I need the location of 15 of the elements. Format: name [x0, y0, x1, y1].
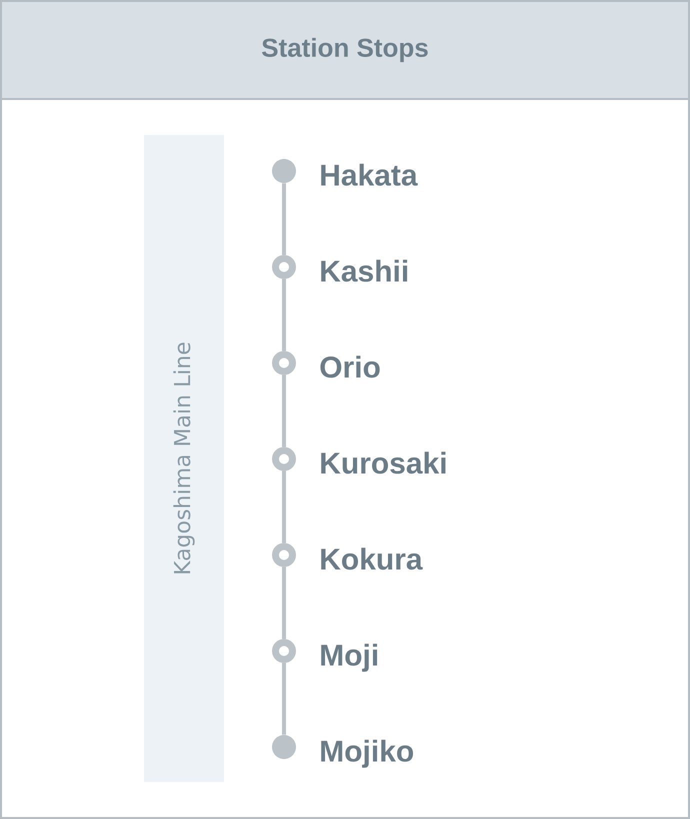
station-name: Kashii — [321, 260, 408, 282]
station-name: Moji — [321, 644, 378, 672]
station-name: Hakata — [321, 164, 418, 186]
station-name: Orio — [320, 356, 380, 378]
station-name: Kurosaki — [321, 452, 446, 474]
station-name: Kokura — [321, 548, 423, 570]
line-band: Kagoshima Main Line — [144, 135, 224, 782]
station-name: Mojiko — [321, 740, 414, 768]
track-line — [282, 279, 286, 351]
header-bar: Station Stops — [0, 0, 690, 100]
track-line — [282, 663, 286, 735]
track-line — [282, 471, 286, 543]
track-line — [282, 375, 286, 447]
track-line — [282, 183, 286, 255]
track-line — [282, 567, 286, 639]
